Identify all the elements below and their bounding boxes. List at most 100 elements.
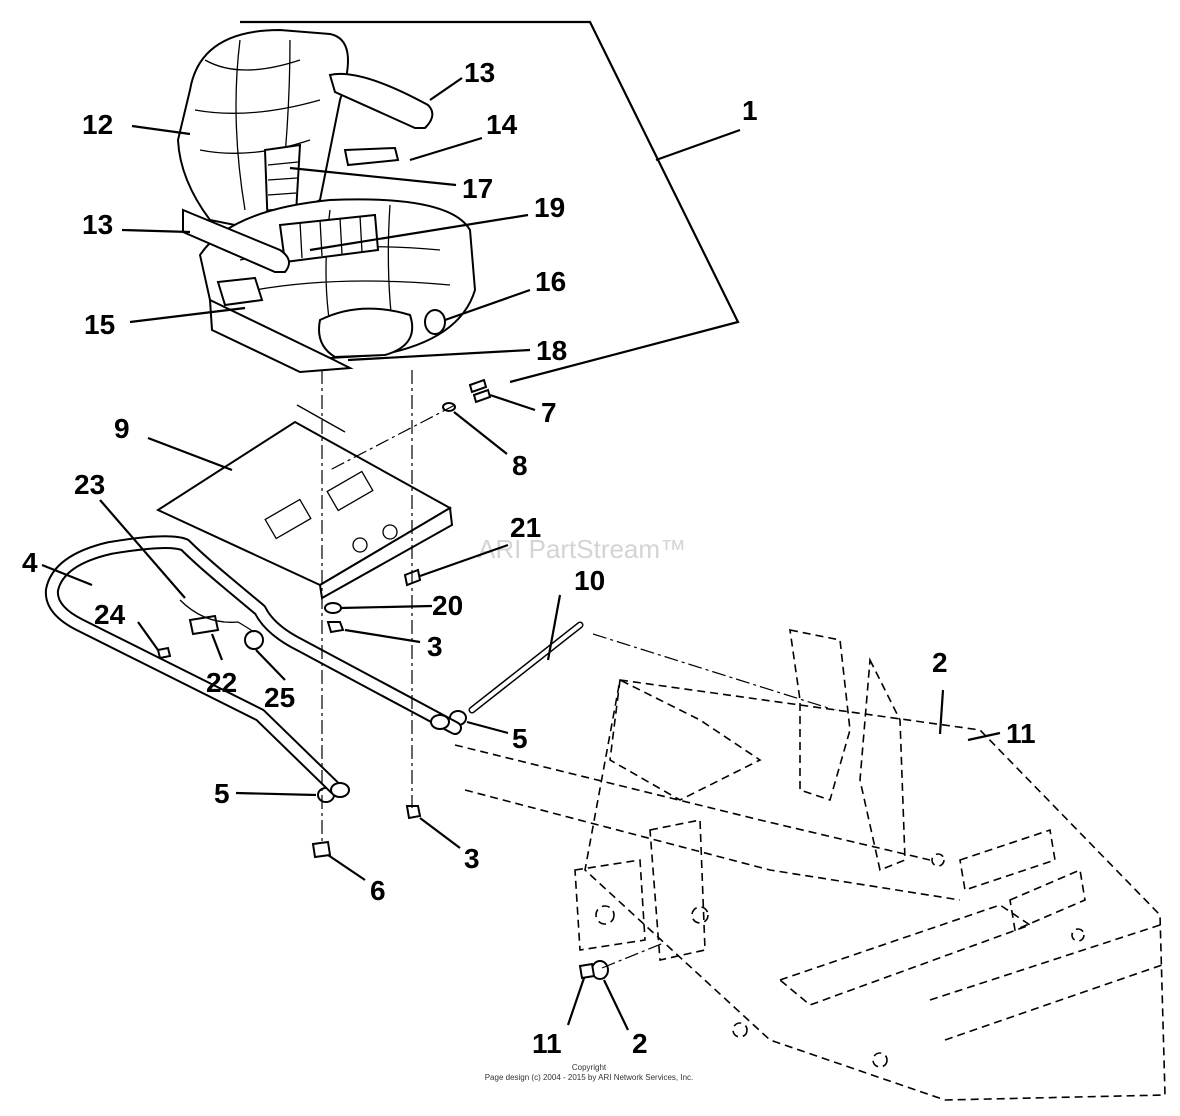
callout-11-lower: 11 (532, 1028, 562, 1059)
nut-3-lower (405, 805, 422, 820)
callout-21: 21 (510, 512, 541, 543)
leader-20 (339, 604, 433, 610)
nut-3-upper (326, 621, 345, 634)
callout-25: 25 (264, 682, 295, 713)
callout-23: 23 (74, 469, 105, 500)
seat-pan-hole (352, 537, 368, 553)
callout-5-left: 5 (214, 778, 230, 809)
callout-19: 19 (534, 192, 565, 223)
bolt-7 (468, 378, 488, 394)
leader-15 (129, 306, 246, 324)
leader-19 (309, 213, 529, 252)
seat-center-strap (278, 213, 380, 264)
leader-8 (453, 411, 508, 455)
seat-assembly (176, 20, 740, 384)
leader-9 (147, 436, 233, 472)
frame-upright (789, 628, 851, 802)
callout-1: 1 (742, 95, 758, 126)
leader-23 (99, 499, 186, 599)
clip-6 (311, 840, 332, 859)
frame-hole (691, 906, 709, 924)
frame-rail-left-2 (464, 789, 961, 901)
frame-hole-5 (931, 853, 945, 867)
frame-upright-2 (859, 657, 906, 872)
frame-plate-2 (574, 859, 646, 951)
seat-side-lever (216, 276, 264, 307)
callout-11-upper: 11 (1006, 718, 1036, 749)
leader-18 (347, 348, 531, 362)
leader-10 (546, 594, 562, 661)
bar-outline (44, 535, 462, 795)
callout-24: 24 (94, 599, 126, 630)
bar-end-left (330, 782, 350, 798)
seat-pan-tab (296, 404, 346, 433)
callout-17: 17 (462, 173, 493, 204)
frame-body (584, 679, 1166, 1101)
washer-20 (324, 602, 342, 614)
leader-1 (655, 128, 741, 162)
callout-22: 22 (206, 667, 237, 698)
seat-pan-cutout-2 (264, 498, 312, 540)
callout-8: 8 (512, 450, 528, 481)
ball-25 (244, 630, 264, 650)
callout-18: 18 (536, 335, 567, 366)
callouts: 1 2 2 3 3 4 5 5 6 7 8 9 10 11 11 12 13 (22, 57, 1036, 1059)
frame-hole-6 (595, 905, 615, 925)
leader-5b (235, 791, 317, 797)
callout-7: 7 (541, 397, 557, 428)
leader-21 (419, 543, 509, 578)
bolt-7-b (472, 388, 492, 404)
seat-pan-hole-2 (382, 524, 398, 540)
leader-4 (41, 563, 93, 587)
seat-assembly-bracket (240, 20, 740, 384)
watermark: ARI PartStream™ (478, 534, 686, 564)
seat-pan (155, 404, 454, 600)
frame-bar-4 (44, 535, 462, 798)
rod-10 (468, 621, 584, 714)
seat-pan-flange (318, 506, 454, 600)
leader-24 (137, 621, 159, 651)
callout-2-upper: 2 (932, 647, 948, 678)
harness-23 (179, 599, 255, 633)
leader-6 (327, 854, 366, 881)
callout-3-lower: 3 (464, 843, 480, 874)
frame-rail-left (454, 744, 931, 861)
adjuster-knob (424, 309, 446, 335)
seat-backrest (176, 28, 349, 232)
cushion-front-pad (318, 307, 414, 359)
armrest-left (182, 208, 290, 273)
callout-16: 16 (535, 266, 566, 297)
callout-13-upper: 13 (464, 57, 495, 88)
leader-17 (289, 166, 457, 187)
callout-2-lower: 2 (632, 1028, 648, 1059)
seat-base (208, 298, 354, 374)
frame-plate (649, 819, 706, 961)
leader-12 (131, 124, 191, 136)
frame-hole-3 (872, 1052, 888, 1068)
copyright-title: Copyright (572, 1063, 607, 1072)
seat-pan-cutout (326, 470, 374, 512)
seat-belt-buckle (343, 146, 400, 167)
callout-13-lower: 13 (82, 209, 113, 240)
armrest-right (328, 72, 434, 129)
leader-14 (409, 136, 483, 162)
leader-13b (121, 228, 191, 234)
leader-2a (938, 689, 945, 735)
leader-11b (566, 977, 586, 1026)
frame-tube-right-2 (1009, 868, 1086, 932)
copyright-text: Page design (c) 2004 - 2015 by ARI Netwo… (485, 1073, 694, 1082)
centerline-bolt (329, 404, 456, 471)
bracket-22 (188, 614, 220, 636)
leader-3b (419, 817, 461, 849)
callout-20: 20 (432, 590, 463, 621)
strap-ribs (299, 215, 363, 259)
screw-24 (156, 646, 172, 660)
callout-12: 12 (82, 109, 113, 140)
bar-end-right (430, 714, 450, 730)
leader-13a (429, 77, 463, 101)
callout-9: 9 (114, 413, 130, 444)
callout-3-upper: 3 (427, 631, 443, 662)
leader-22 (210, 633, 224, 661)
